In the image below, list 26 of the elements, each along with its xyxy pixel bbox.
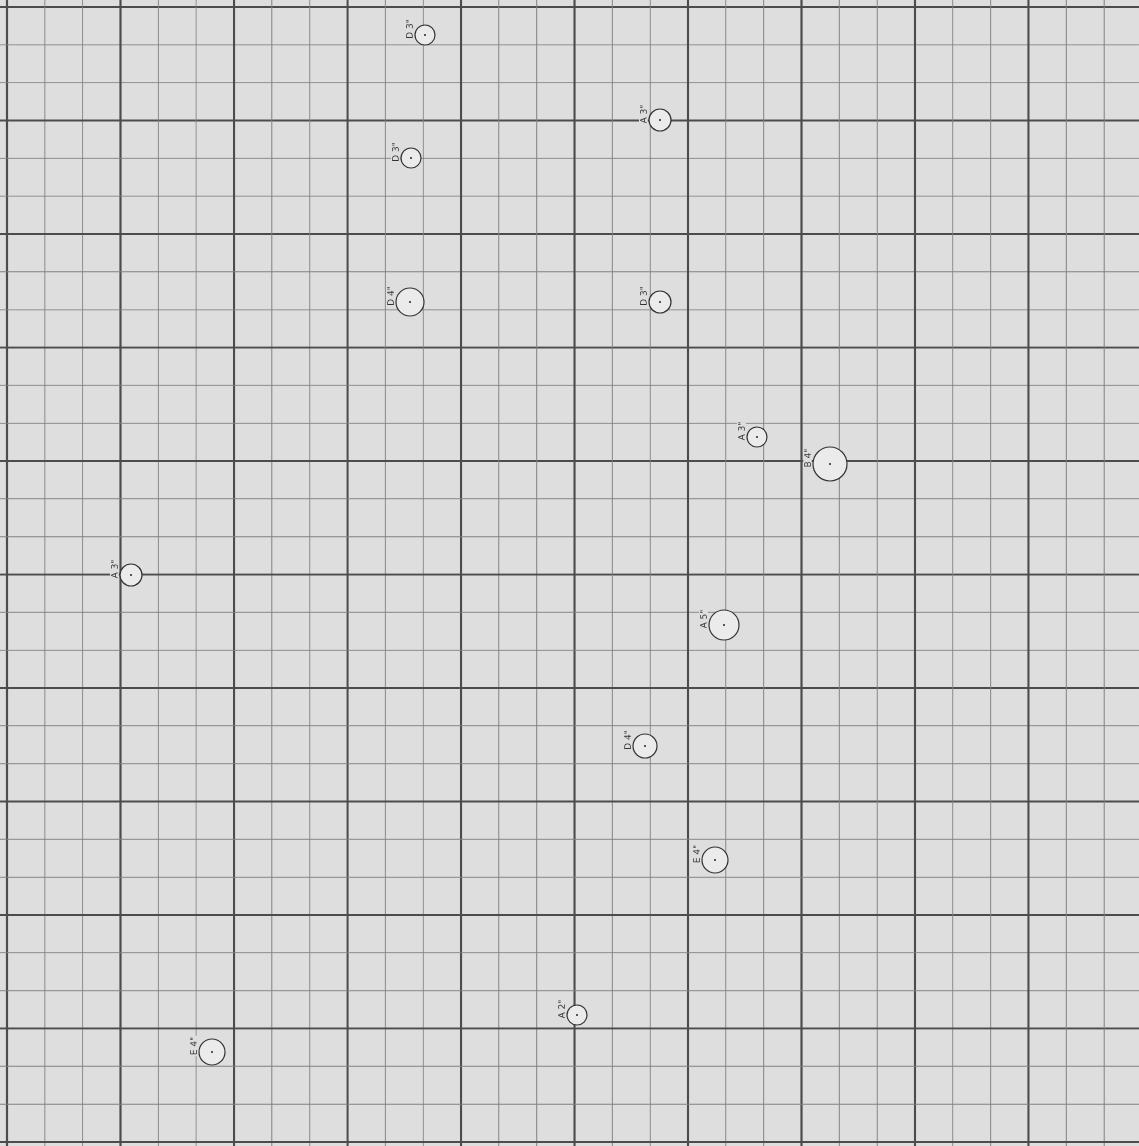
tree-marker <box>119 563 143 587</box>
tree-marker <box>648 290 672 314</box>
tree-marker <box>566 1004 588 1026</box>
marker-label: E 4" <box>692 843 701 865</box>
tree-marker <box>648 108 672 132</box>
marker-label: D 4" <box>386 285 395 307</box>
tree-marker <box>632 733 658 759</box>
tree-marker <box>746 426 768 448</box>
marker-label: A 3" <box>639 103 648 125</box>
marker-label: A 5" <box>699 608 708 630</box>
marker-label: A 3" <box>737 420 746 442</box>
tree-marker <box>400 147 422 169</box>
marker-label: D 3" <box>639 285 648 307</box>
marker-label: D 4" <box>623 729 632 751</box>
marker-label: B 4" <box>803 447 812 469</box>
tree-marker <box>414 24 436 46</box>
marker-label: A 3" <box>110 558 119 580</box>
tree-marker <box>708 609 740 641</box>
tree-marker <box>395 287 425 317</box>
marker-label: A 2" <box>557 998 566 1020</box>
tree-marker <box>812 446 848 482</box>
marker-label: D 3" <box>391 141 400 163</box>
tree-marker <box>198 1038 226 1066</box>
tree-marker <box>701 846 729 874</box>
marker-label: D 3" <box>405 18 414 40</box>
marker-label: E 4" <box>189 1035 198 1057</box>
